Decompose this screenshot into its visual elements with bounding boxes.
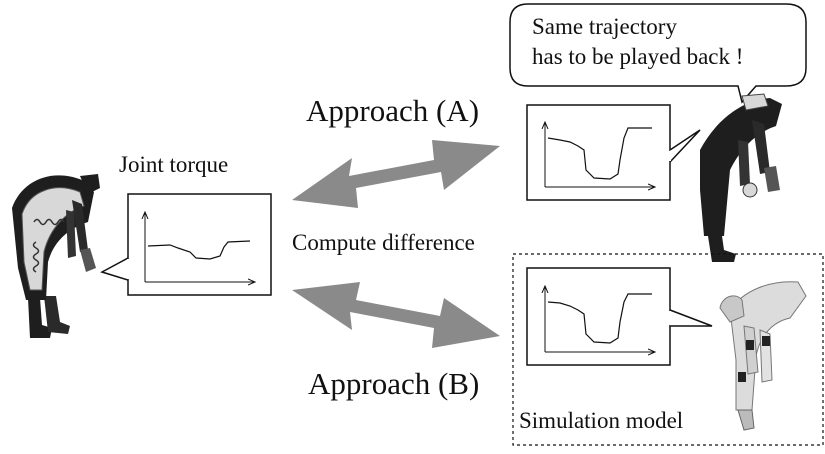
bottom-right-torque-plot — [526, 267, 713, 366]
bottom-right-robot-figure — [719, 281, 807, 431]
approach-b-arrow — [292, 282, 500, 348]
simulation-model-label: Simulation model — [519, 408, 684, 433]
speech-bubble-text: Same trajectory has to be played back ! — [532, 12, 743, 72]
left-robot-figure — [12, 174, 100, 338]
approach-a-label: Approach (A) — [306, 93, 480, 128]
top-right-torque-plot — [526, 104, 701, 201]
approach-a-arrow — [292, 140, 500, 208]
speech-bubble-line-1: Same trajectory — [532, 14, 677, 39]
top-right-robot-figure — [700, 93, 782, 262]
speech-bubble — [509, 3, 807, 104]
simulation-model-frame — [512, 253, 824, 446]
left-torque-plot — [100, 193, 272, 296]
approach-b-label: Approach (B) — [308, 366, 480, 401]
speech-bubble-line-2: has to be played back ! — [532, 44, 744, 69]
compute-difference-label: Compute difference — [292, 230, 475, 255]
joint-torque-label: Joint torque — [119, 152, 229, 177]
